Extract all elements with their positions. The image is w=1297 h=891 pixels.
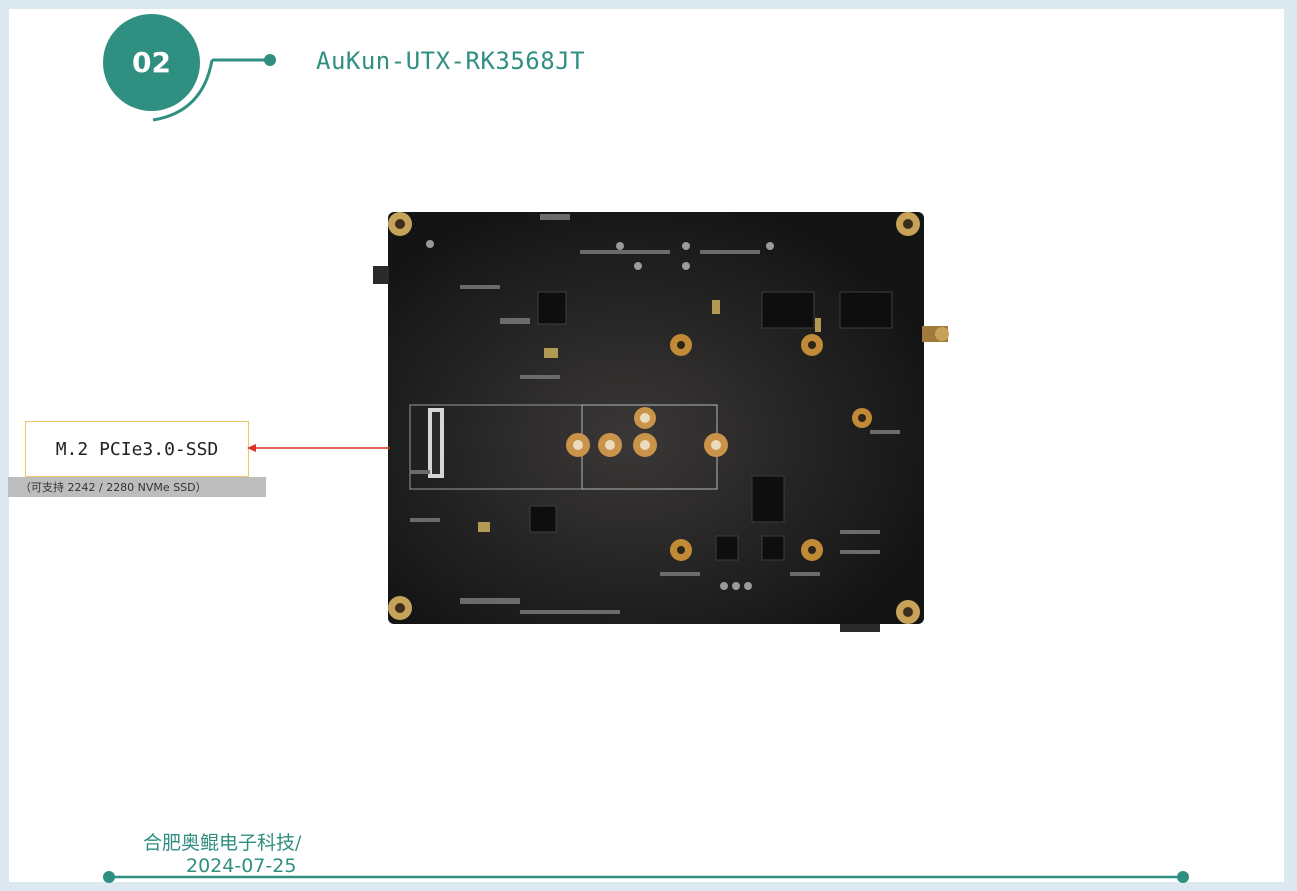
m2-ssd-callout-label: M.2 PCIe3.0-SSD bbox=[25, 421, 249, 477]
pcb-board-photo-icon bbox=[373, 212, 949, 632]
document-title: AuKun-UTX-RK3568JT bbox=[316, 47, 586, 75]
company-name: 合肥奥鲲电子科技/ bbox=[143, 832, 302, 854]
m2-ssd-support-note: （可支持 2242 / 2280 NVMe SSD） bbox=[8, 477, 266, 497]
callout-arrow-icon bbox=[247, 444, 390, 452]
section-number: 02 bbox=[103, 14, 200, 111]
document-date: 2024-07-25 bbox=[186, 855, 297, 877]
section-badge: 02 bbox=[95, 12, 295, 132]
footer-divider-icon bbox=[103, 871, 1189, 883]
badge-connector-icon bbox=[152, 54, 276, 122]
